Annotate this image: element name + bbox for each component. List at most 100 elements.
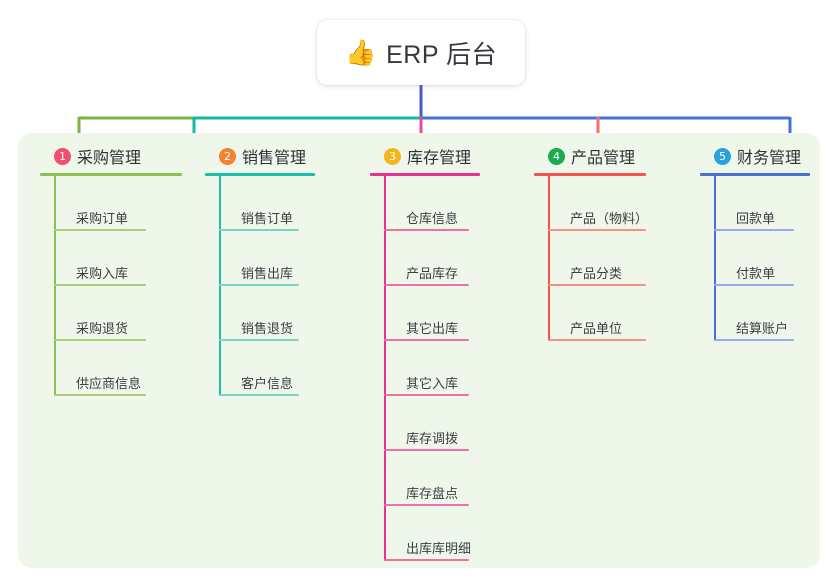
leaf-item-rule [54,284,146,286]
leaf-item-rule [219,284,299,286]
branch-header-3[interactable]: 3 库存管理 [370,144,480,168]
branch-items-list: 仓库信息产品库存其它出库其它入库库存调拨库存盘点出库库明细 [370,176,480,561]
leaf-item-label: 其它入库 [406,376,459,391]
leaf-item-label: 产品单位 [570,321,623,336]
leaf-item[interactable]: 产品分类 [548,231,646,286]
branch-spine [548,176,550,341]
leaf-item[interactable]: 采购入库 [54,231,182,286]
leaf-item[interactable]: 出库库明细 [384,506,480,561]
branch-column-2: 2 销售管理销售订单销售出库销售退货客户信息 [205,144,315,396]
branch-spine [54,176,56,396]
leaf-item-label: 仓库信息 [406,211,459,226]
leaf-item-label: 产品（物料） [570,211,649,226]
leaf-item-label: 付款单 [736,266,776,281]
leaf-item[interactable]: 其它入库 [384,341,480,396]
leaf-item-label: 产品库存 [406,266,459,281]
leaf-item-rule [714,284,794,286]
leaf-item-rule [384,339,469,341]
leaf-item-rule [384,229,469,231]
leaf-item-rule [548,229,646,231]
leaf-item-rule [714,229,794,231]
leaf-item-label: 其它出库 [406,321,459,336]
branch-header-2[interactable]: 2 销售管理 [205,144,315,168]
leaf-item-rule [54,339,146,341]
branch-title: 财务管理 [737,150,802,167]
branch-title: 销售管理 [242,150,307,167]
branch-header-4[interactable]: 4 产品管理 [534,144,646,168]
leaf-item-label: 销售出库 [241,266,294,281]
leaf-item-label: 客户信息 [241,376,294,391]
leaf-item[interactable]: 回款单 [714,176,810,231]
thumbs-up-icon: 👍 [344,38,377,67]
root-node-card[interactable]: 👍 ERP 后台 [317,20,525,85]
leaf-item-rule [384,559,469,561]
branch-title: 产品管理 [571,150,636,167]
leaf-item[interactable]: 产品库存 [384,231,480,286]
branch-column-3: 3 库存管理仓库信息产品库存其它出库其它入库库存调拨库存盘点出库库明细 [370,144,480,561]
leaf-item[interactable]: 采购订单 [54,176,182,231]
leaf-item-rule [384,449,469,451]
leaf-item-rule [548,339,646,341]
leaf-item-label: 销售退货 [241,321,294,336]
branch-spine [219,176,221,396]
branch-title: 采购管理 [77,150,142,167]
branch-number-badge: 2 [219,147,236,165]
leaf-item[interactable]: 产品单位 [548,286,646,341]
leaf-item-label: 供应商信息 [76,376,142,391]
leaf-item-label: 采购退货 [76,321,129,336]
leaf-item-label: 库存盘点 [406,486,459,501]
mindmap-panel [18,133,820,568]
branch-header-rule [370,173,480,176]
leaf-item-label: 产品分类 [570,266,623,281]
leaf-item[interactable]: 客户信息 [219,341,315,396]
branch-header-1[interactable]: 1 采购管理 [40,144,182,168]
leaf-item[interactable]: 采购退货 [54,286,182,341]
branch-number-badge: 4 [548,147,565,165]
branch-column-5: 5 财务管理回款单付款单结算账户 [700,144,810,341]
branch-number-badge: 5 [714,147,731,165]
leaf-item-rule [54,229,146,231]
leaf-item-label: 出库库明细 [406,541,472,556]
leaf-item-label: 销售订单 [241,211,294,226]
branch-items-list: 产品（物料） 产品分类产品单位 [534,176,649,341]
leaf-item-rule [219,339,299,341]
root-node-title: ERP 后台 [386,40,498,69]
leaf-item[interactable]: 销售退货 [219,286,315,341]
branch-header-5[interactable]: 5 财务管理 [700,144,810,168]
leaf-item[interactable]: 库存调拨 [384,396,480,451]
leaf-item[interactable]: 产品（物料） [548,176,649,231]
branch-header-rule [205,173,315,176]
leaf-item-rule [384,284,469,286]
branch-column-1: 1 采购管理采购订单采购入库采购退货供应商信息 [40,144,182,396]
leaf-item[interactable]: 仓库信息 [384,176,480,231]
leaf-item[interactable]: 结算账户 [714,286,810,341]
leaf-item-rule [219,394,299,396]
branch-spine [384,176,386,561]
leaf-item-rule [54,394,146,396]
branch-header-rule [534,173,646,176]
leaf-item-rule [548,284,646,286]
leaf-item-label: 采购入库 [76,266,129,281]
branch-column-4: 4 产品管理产品（物料） 产品分类产品单位 [534,144,649,341]
leaf-item-rule [384,394,469,396]
leaf-item-rule [714,339,794,341]
branch-header-rule [700,173,810,176]
branch-number-badge: 3 [384,147,401,165]
branch-spine [714,176,716,341]
leaf-item[interactable]: 销售出库 [219,231,315,286]
leaf-item[interactable]: 销售订单 [219,176,315,231]
leaf-item[interactable]: 付款单 [714,231,810,286]
leaf-item[interactable]: 供应商信息 [54,341,182,396]
branch-title: 库存管理 [407,150,472,167]
branch-items-list: 采购订单采购入库采购退货供应商信息 [40,176,182,396]
leaf-item-label: 回款单 [736,211,776,226]
leaf-item[interactable]: 其它出库 [384,286,480,341]
branch-items-list: 回款单付款单结算账户 [700,176,810,341]
leaf-item-rule [384,504,469,506]
leaf-item-label: 结算账户 [736,321,789,336]
leaf-item[interactable]: 库存盘点 [384,451,480,506]
branch-number-badge: 1 [54,147,71,165]
branch-items-list: 销售订单销售出库销售退货客户信息 [205,176,315,396]
leaf-item-label: 库存调拨 [406,431,459,446]
